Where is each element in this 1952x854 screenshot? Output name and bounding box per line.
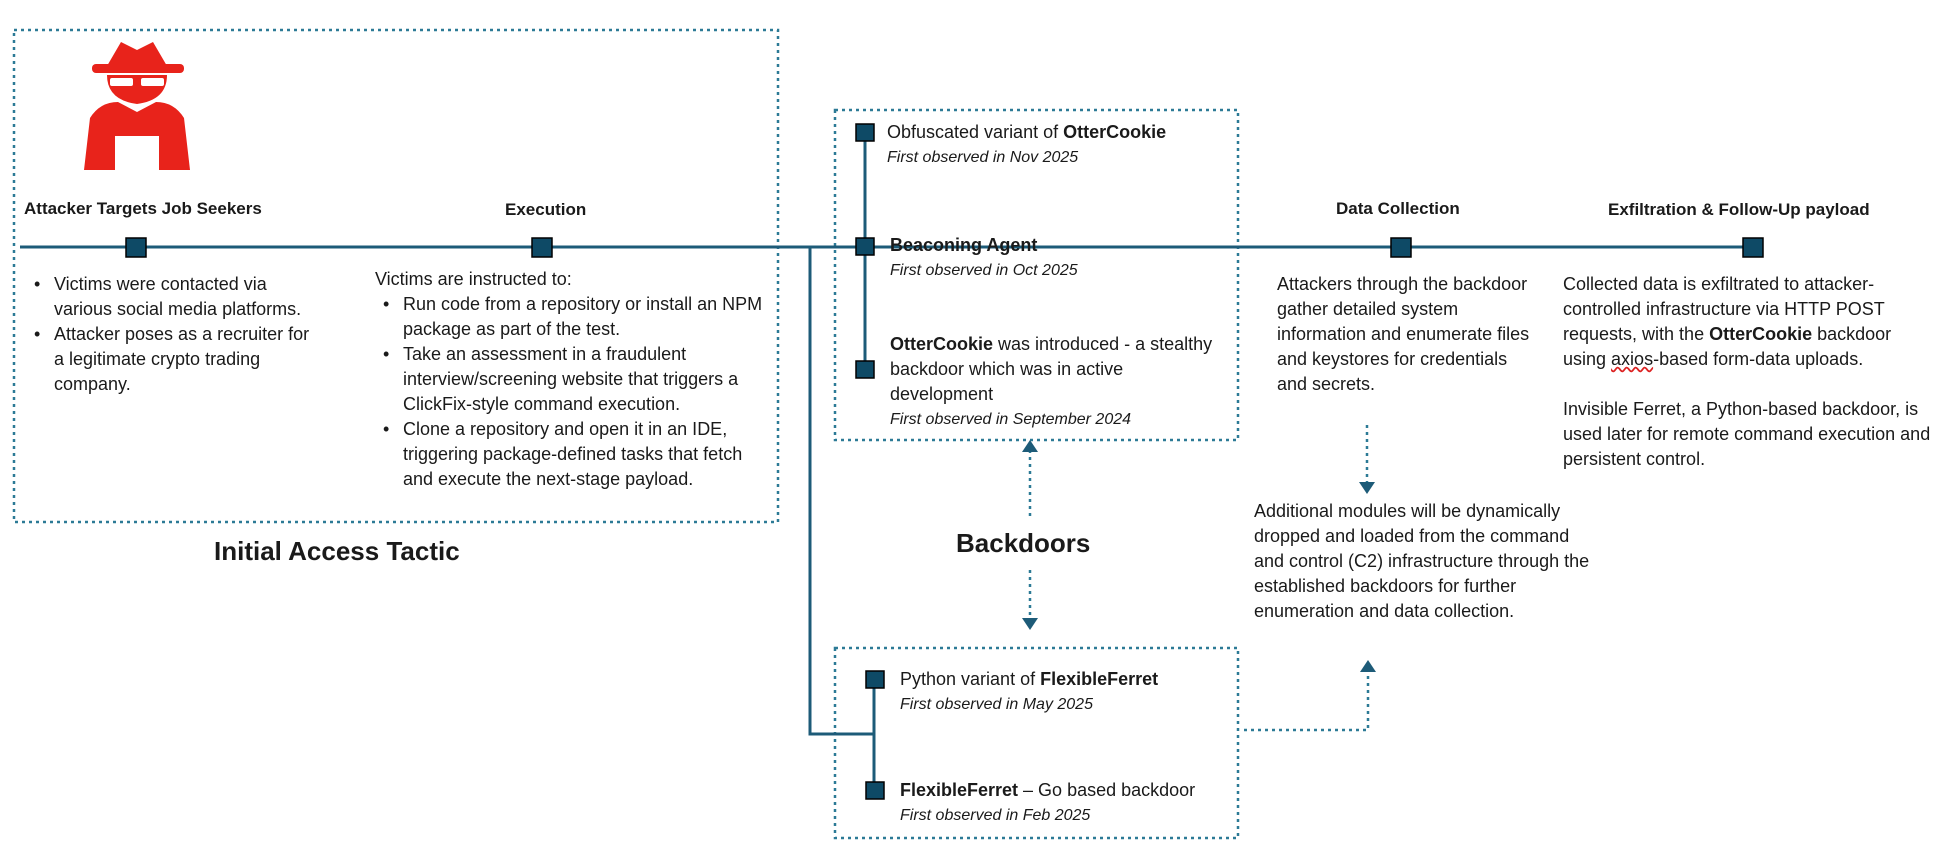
- first-observed: First observed in May 2025: [900, 696, 1093, 713]
- data-collection-heading: Data Collection: [1336, 199, 1460, 218]
- execution-intro: Victims are instructed to:: [375, 269, 572, 289]
- item-name: FlexibleFerret: [900, 780, 1019, 800]
- connector-arrowheads: [1022, 440, 1376, 672]
- node-ottercookie: [855, 360, 875, 379]
- first-observed: First observed in Feb 2025: [900, 807, 1091, 824]
- exfil-ottercookie: OtterCookie: [1709, 324, 1813, 344]
- exfil-text: backdoor using: [1563, 324, 1892, 369]
- execution-description: Victims are instructed to: Run code from…: [375, 267, 775, 492]
- first-observed: First observed in Nov 2025: [887, 149, 1079, 166]
- item-name: Beaconing Agent: [890, 235, 1038, 255]
- backdoor-item-ottercookie: OtterCookie was introduced - a stealthy …: [890, 332, 1225, 432]
- exfil-text: -based form-data uploads.: [1653, 349, 1864, 369]
- flexibleferret-box: [833, 646, 1240, 840]
- arrowhead-down-ferret: [1022, 618, 1038, 630]
- execution-bullet: Run code from a repository or install an…: [375, 292, 775, 342]
- invisible-ferret-description: Invisible Ferret, a Python-based backdoo…: [1563, 399, 1931, 469]
- first-observed: First observed in September 2024: [890, 411, 1132, 428]
- hacker-spy-icon: [84, 42, 190, 170]
- targets-bullet: Attacker poses as a recruiter for a legi…: [26, 322, 316, 397]
- node-flexibleferret: [865, 781, 885, 800]
- initial-access-label: Initial Access Tactic: [214, 536, 460, 566]
- arrowhead-up-modules: [1360, 660, 1376, 672]
- arrowhead-down-modules: [1359, 482, 1375, 494]
- node-beaconing-agent: [855, 237, 875, 256]
- node-targets: [125, 237, 147, 258]
- targets-description: Victims were contacted via various socia…: [26, 272, 316, 397]
- backdoors-label: Backdoors: [956, 528, 1091, 558]
- execution-bullet: Take an assessment in a fraudulent inter…: [375, 342, 775, 417]
- targets-heading: Attacker Targets Job Seekers: [24, 199, 262, 218]
- item-text: Python variant of: [900, 669, 1041, 689]
- first-observed: First observed in Oct 2025: [890, 262, 1078, 279]
- execution-heading: Execution: [505, 200, 587, 219]
- backdoor-item-flexibleferret: FlexibleFerret – Go based backdoor First…: [900, 778, 1230, 828]
- exfiltration-heading: Exfiltration & Follow-Up payload: [1608, 200, 1870, 219]
- item-text: Obfuscated variant of: [887, 122, 1064, 142]
- additional-modules-note: Additional modules will be dynamically d…: [1254, 501, 1590, 621]
- ottercookie-box: [833, 108, 1240, 442]
- ferret-to-modules-connector: [1244, 670, 1370, 732]
- node-data-collection: [1390, 237, 1412, 258]
- item-text: – Go based backdoor: [1018, 780, 1196, 800]
- data-collection-description: Attackers through the backdoor gather de…: [1277, 274, 1530, 394]
- item-name: OtterCookie: [1063, 122, 1167, 142]
- node-obfuscated-ottercookie: [855, 123, 875, 142]
- backdoor-item-obfuscated-ottercookie: Obfuscated variant of OtterCookie First …: [887, 120, 1227, 170]
- initial-access-box: [12, 28, 780, 524]
- ferret-branch-line: [808, 247, 874, 736]
- arrowhead-up-ottercookie: [1022, 440, 1038, 452]
- node-exfiltration: [1742, 237, 1764, 258]
- item-name: OtterCookie: [890, 334, 994, 354]
- node-execution: [531, 237, 553, 258]
- exfil-axios: axios: [1611, 349, 1654, 369]
- backdoor-item-python-flexibleferret: Python variant of FlexibleFerret First o…: [900, 667, 1230, 717]
- item-name: FlexibleFerret: [1040, 669, 1159, 689]
- node-python-flexibleferret: [865, 670, 885, 689]
- exfiltration-description: Collected data is exfiltrated to attacke…: [1563, 272, 1933, 372]
- item-text: was introduced - a stealthy backdoor whi…: [890, 334, 1213, 404]
- exfil-text: Collected data is exfiltrated to attacke…: [1563, 274, 1885, 344]
- backdoor-item-beaconing-agent: Beaconing Agent First observed in Oct 20…: [890, 233, 1230, 283]
- targets-bullet: Victims were contacted via various socia…: [26, 272, 316, 322]
- execution-bullet: Clone a repository and open it in an IDE…: [375, 417, 775, 492]
